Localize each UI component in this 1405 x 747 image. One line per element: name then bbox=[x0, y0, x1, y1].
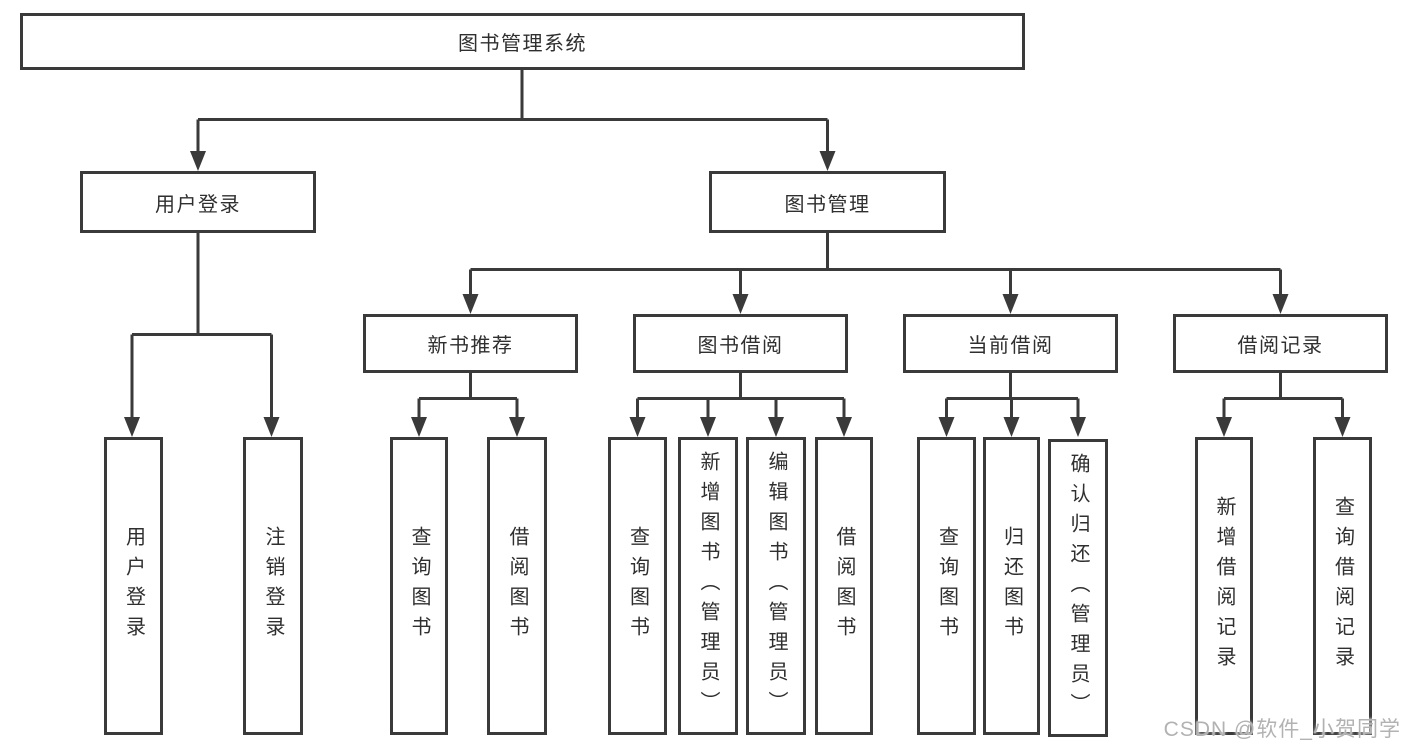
leaf-user-login: 用户登录 bbox=[104, 437, 163, 735]
node-current-borrowing-label: 当前借阅 bbox=[967, 335, 1054, 357]
arrowhead-icons bbox=[124, 151, 1351, 437]
connector-borrowing-records bbox=[1222, 373, 1344, 419]
leaf-edit-books-admin: 编辑图书（管理员） bbox=[746, 437, 806, 735]
node-borrowing-records-label: 借阅记录 bbox=[1237, 335, 1324, 357]
connector-new-book-recommend bbox=[417, 373, 519, 419]
connector-book-management bbox=[469, 233, 1282, 296]
node-root: 图书管理系统 bbox=[20, 13, 1025, 70]
leaf-recommend-query-books: 查询图书 bbox=[390, 437, 448, 735]
leaf-query-borrow-record: 查询借阅记录 bbox=[1313, 437, 1372, 735]
leaf-borrowing-query-books: 查询图书 bbox=[608, 437, 667, 735]
node-book-management-label: 图书管理 bbox=[784, 193, 871, 216]
leaf-confirm-return-admin: 确认归还（管理员） bbox=[1048, 439, 1108, 737]
leaf-return-books: 归还图书 bbox=[983, 437, 1040, 735]
connector-user-login bbox=[130, 233, 273, 419]
leaf-recommend-borrow-books: 借阅图书 bbox=[487, 437, 547, 735]
csdn-watermark: CSDN @软件_小贺同学 bbox=[1163, 718, 1401, 741]
node-new-book-recommend-label: 新书推荐 bbox=[427, 335, 514, 357]
node-new-book-recommend: 新书推荐 bbox=[363, 314, 578, 373]
leaf-add-books-admin: 新增图书（管理员） bbox=[678, 437, 738, 735]
leaf-logout: 注销登录 bbox=[243, 437, 303, 735]
leaf-current-query-books: 查询图书 bbox=[917, 437, 976, 735]
node-book-borrowing: 图书借阅 bbox=[633, 314, 848, 373]
node-root-label: 图书管理系统 bbox=[458, 33, 587, 55]
node-current-borrowing: 当前借阅 bbox=[903, 314, 1118, 373]
node-book-borrowing-label: 图书借阅 bbox=[697, 335, 784, 357]
connector-root bbox=[196, 70, 829, 153]
connector-current-borrowing bbox=[945, 373, 1080, 419]
node-borrowing-records: 借阅记录 bbox=[1173, 314, 1388, 373]
node-user-login: 用户登录 bbox=[80, 171, 316, 233]
leaf-borrow-books: 借阅图书 bbox=[815, 437, 873, 735]
connector-book-borrowing bbox=[636, 373, 846, 419]
node-user-login-label: 用户登录 bbox=[155, 193, 241, 216]
leaf-add-borrow-record: 新增借阅记录 bbox=[1195, 437, 1253, 735]
node-book-management: 图书管理 bbox=[709, 171, 946, 233]
